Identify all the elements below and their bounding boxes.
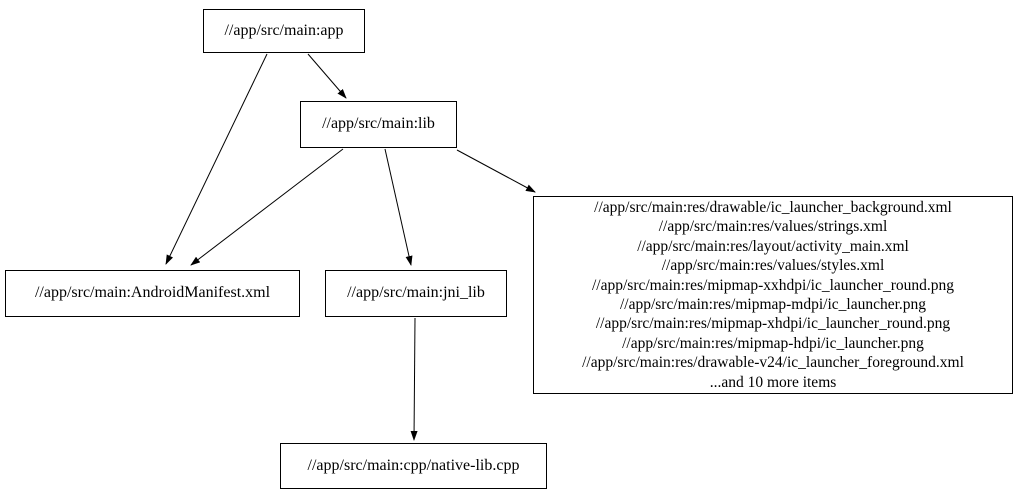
res-file-line: //app/src/main:res/values/styles.xml	[661, 257, 885, 275]
res-more-items-line: ...and 10 more items	[709, 373, 837, 391]
res-file-line: //app/src/main:res/mipmap-hdpi/ic_launch…	[622, 334, 924, 352]
node-app: //app/src/main:app	[203, 9, 365, 53]
res-file-line: //app/src/main:res/mipmap-mdpi/ic_launch…	[619, 296, 927, 313]
res-file-line: //app/src/main:res/drawable-v24/ic_launc…	[582, 354, 964, 372]
node-app-label: //app/src/main:app	[224, 21, 344, 39]
res-file-line: //app/src/main:res/mipmap-xhdpi/ic_launc…	[595, 315, 951, 333]
node-lib-label: //app/src/main:lib	[322, 115, 435, 133]
node-android-manifest-label: //app/src/main:AndroidManifest.xml	[34, 284, 271, 302]
res-file-line: //app/src/main:res/mipmap-xxhdpi/ic_laun…	[591, 276, 954, 294]
node-native-lib-cpp-label: //app/src/main:cpp/native-lib.cpp	[307, 456, 520, 474]
node-android-manifest: //app/src/main:AndroidManifest.xml	[5, 270, 300, 317]
res-file-line: //app/src/main:res/values/strings.xml	[658, 218, 888, 236]
node-native-lib-cpp: //app/src/main:cpp/native-lib.cpp	[280, 443, 547, 489]
res-file-line: //app/src/main:res/layout/activity_main.…	[637, 237, 909, 255]
edge-jnilib-to-cpp	[410, 317, 418, 441]
node-res-files: //app/src/main:res/drawable/ic_launcher_…	[533, 196, 1013, 394]
edge-app-to-manifest	[165, 53, 268, 265]
edge-lib-to-resfiles	[456, 149, 536, 193]
node-jni-lib: //app/src/main:jni_lib	[325, 270, 507, 317]
edge-lib-to-jnilib	[384, 148, 413, 266]
node-jni-lib-label: //app/src/main:jni_lib	[347, 284, 485, 302]
edge-app-to-lib	[307, 53, 347, 99]
edge-lib-to-manifest	[190, 148, 344, 266]
node-lib: //app/src/main:lib	[300, 101, 457, 148]
res-file-line: //app/src/main:res/drawable/ic_launcher_…	[594, 198, 952, 216]
